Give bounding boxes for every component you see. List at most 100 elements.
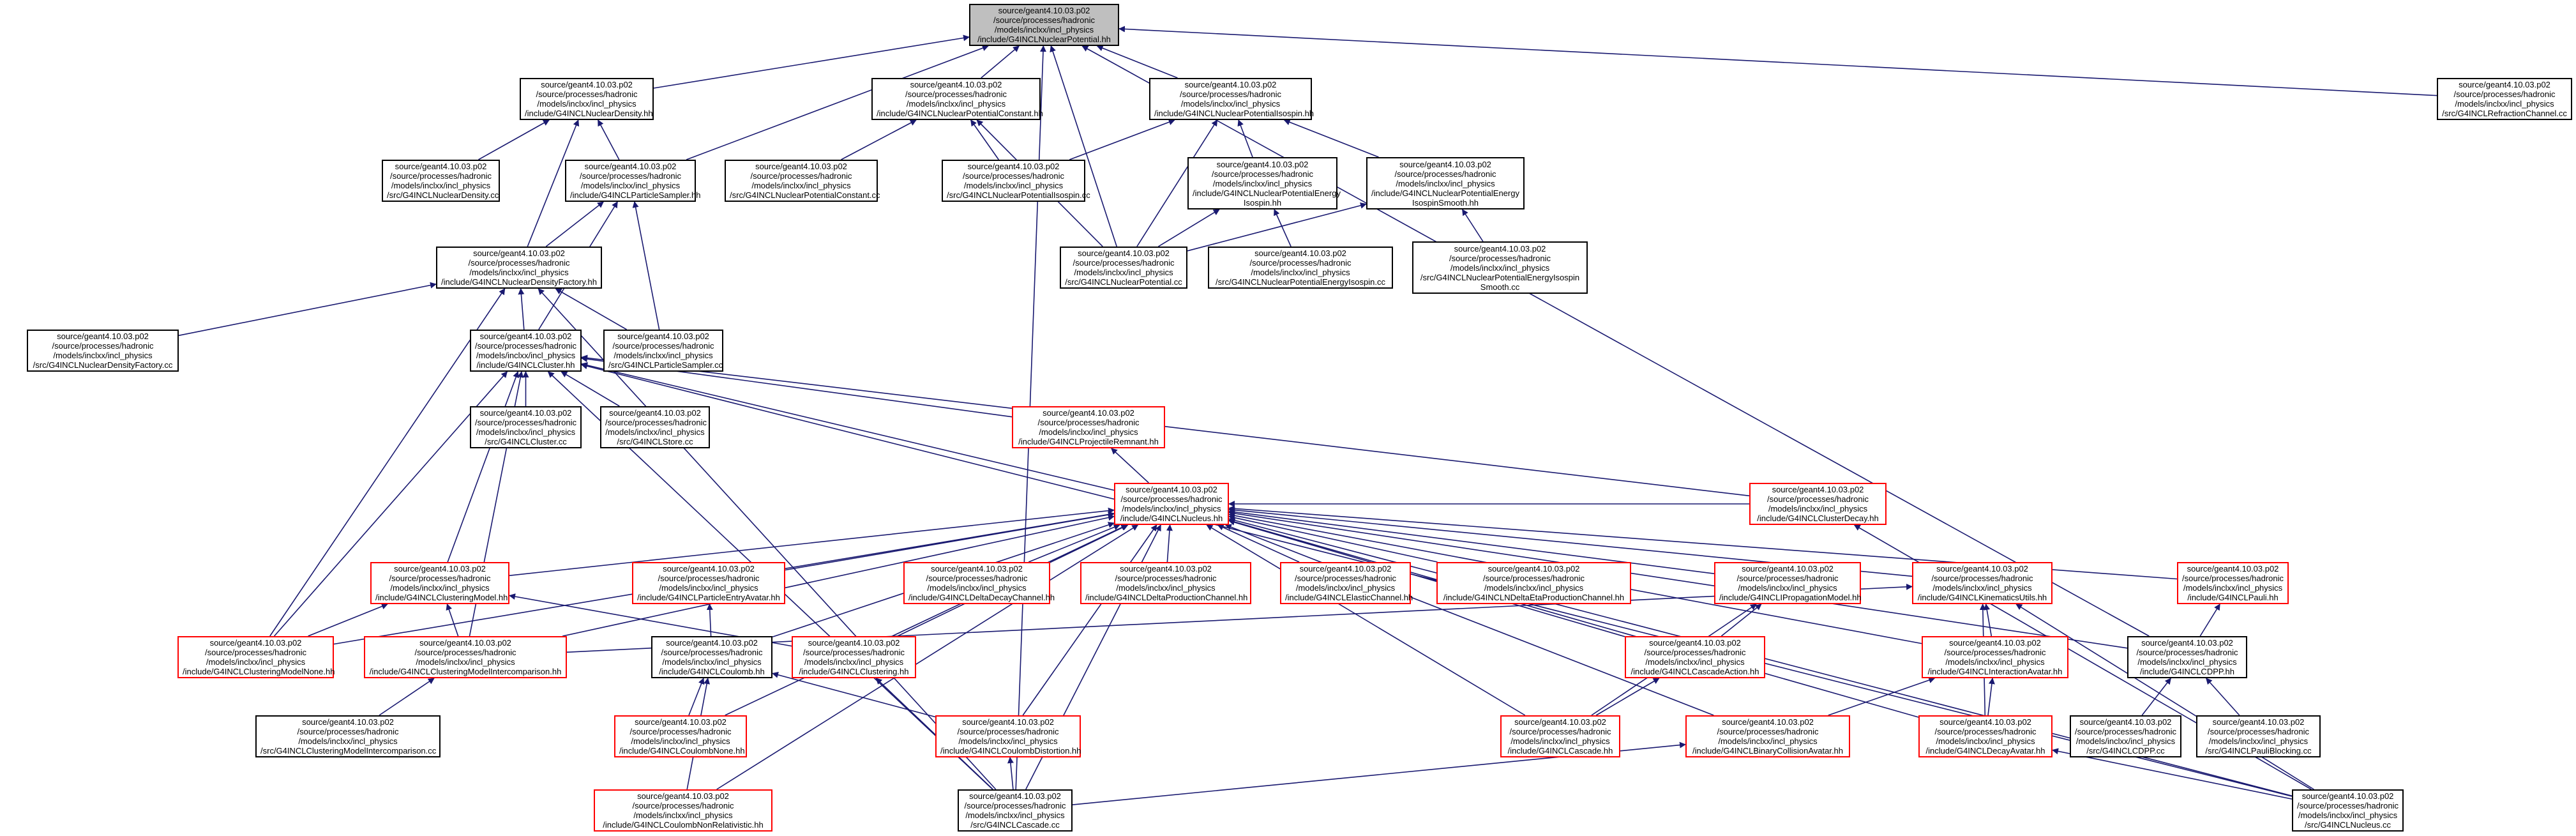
node-label-line: /src/G4INCLCascade.cc: [970, 820, 1060, 830]
node-clusterdecay-hh[interactable]: source/geant4.10.03.p02/source/processes…: [1749, 483, 1887, 525]
node-deltaproductionchannel-hh[interactable]: source/geant4.10.03.p02/source/processes…: [1080, 562, 1251, 604]
node-coulombnone-hh[interactable]: source/geant4.10.03.p02/source/processes…: [614, 715, 747, 757]
node-nuclearpotentialenergyisospin-cc[interactable]: source/geant4.10.03.p02/source/processes…: [1208, 247, 1393, 289]
node-nuclearpotentialisospin-hh[interactable]: source/geant4.10.03.p02/source/processes…: [1149, 78, 1314, 120]
node-cluster-hh[interactable]: source/geant4.10.03.p02/source/processes…: [470, 330, 582, 372]
node-label-line: /models/inclxx/incl_physics: [1039, 427, 1138, 437]
node-nuclearpotentialconstant-cc[interactable]: source/geant4.10.03.p02/source/processes…: [725, 160, 880, 202]
node-label-line: /models/inclxx/incl_physics: [2137, 657, 2237, 667]
node-nucleardensityfactory-cc[interactable]: source/geant4.10.03.p02/source/processes…: [27, 330, 179, 372]
node-clusteringmodel-hh[interactable]: source/geant4.10.03.p02/source/processes…: [370, 562, 509, 604]
node-cascade-hh[interactable]: source/geant4.10.03.p02/source/processes…: [1500, 715, 1620, 757]
node-label-line: source/geant4.10.03.p02: [1722, 717, 1814, 727]
node-deltadecaychannel-hh[interactable]: source/geant4.10.03.p02/source/processes…: [903, 562, 1055, 604]
node-ndeltaetaproductionchannel-hh[interactable]: source/geant4.10.03.p02/source/processes…: [1436, 562, 1631, 604]
node-label-line: /source/processes/hadronic: [658, 574, 760, 583]
node-nuclearpotentialenergyisospinsmooth-cc[interactable]: source/geant4.10.03.p02/source/processes…: [1412, 241, 1588, 294]
node-label-line: /include/G4INCLDeltaProductionChannel.hh: [1085, 593, 1248, 602]
node-binarycollisionavatar-hh[interactable]: source/geant4.10.03.p02/source/processes…: [1685, 715, 1850, 757]
node-refractionchannel-cc[interactable]: source/geant4.10.03.p02/source/processes…: [2437, 78, 2572, 120]
node-nuclearpotentialconstant-hh[interactable]: source/geant4.10.03.p02/source/processes…: [871, 78, 1043, 120]
node-nuclearpotentialenergyisospin-hh[interactable]: source/geant4.10.03.p02/source/processes…: [1187, 157, 1341, 209]
edge-n9-to-n3: [1237, 119, 1253, 158]
edge-n6-to-n0: [686, 45, 989, 160]
node-nucleardensityfactory-hh[interactable]: source/geant4.10.03.p02/source/processes…: [436, 247, 602, 289]
node-nuclearpotentialisospin-cc[interactable]: source/geant4.10.03.p02/source/processes…: [942, 160, 1090, 202]
node-label-line: /models/inclxx/incl_physics: [580, 181, 681, 190]
node-label-line: /include/G4INCLCoulombNone.hh: [619, 746, 745, 756]
node-nuclearpotential-hh[interactable]: source/geant4.10.03.p02/source/processes…: [969, 4, 1119, 46]
node-label-line: source/geant4.10.03.p02: [1078, 248, 1170, 258]
edge-n26-to-n21: [1166, 524, 1173, 563]
node-ipropagationmodel-hh[interactable]: source/geant4.10.03.p02/source/processes…: [1714, 562, 1862, 604]
edge-n21-to-n20: [1111, 448, 1149, 483]
node-label-line: /source/processes/hadronic: [964, 801, 1066, 810]
node-label-line: source/geant4.10.03.p02: [2187, 564, 2279, 574]
node-decayavatar-hh[interactable]: source/geant4.10.03.p02/source/processes…: [1918, 715, 2053, 757]
node-paulistandard-cc[interactable]: source/geant4.10.03.p02/source/processes…: [2196, 715, 2321, 757]
node-label-line: /source/processes/hadronic: [2075, 727, 2176, 736]
node-label-line: source/geant4.10.03.p02: [1216, 159, 1309, 169]
node-cdpp-cc[interactable]: source/geant4.10.03.p02/source/processes…: [2070, 715, 2181, 757]
node-coulombdistortion-hh[interactable]: source/geant4.10.03.p02/source/processes…: [935, 715, 1081, 757]
edge-n8-to-n2: [970, 119, 999, 160]
node-label-line: /src/G4INCLCluster.cc: [485, 437, 567, 446]
node-label-line: /source/processes/hadronic: [926, 574, 1028, 583]
node-particlesampler-hh[interactable]: source/geant4.10.03.p02/source/processes…: [565, 160, 701, 202]
edge-n44-to-n21: [1228, 519, 1919, 718]
node-label-line: source/geant4.10.03.p02: [2141, 638, 2233, 648]
node-clusteringmodelnone-hh[interactable]: source/geant4.10.03.p02/source/processes…: [177, 636, 335, 678]
node-label-line: /models/inclxx/incl_physics: [416, 657, 515, 667]
node-label-line: /models/inclxx/incl_physics: [963, 181, 1064, 190]
node-label-line: /include/G4INCLCDPP.hh: [2140, 667, 2234, 676]
node-label-line: /source/processes/hadronic: [2208, 727, 2309, 736]
node-nucleardensity-hh[interactable]: source/geant4.10.03.p02/source/processes…: [520, 78, 654, 120]
node-nucleus-cc[interactable]: source/geant4.10.03.p02/source/processes…: [2292, 789, 2404, 832]
node-label-line: /source/processes/hadronic: [1449, 253, 1551, 263]
node-particlesampler-cc[interactable]: source/geant4.10.03.p02/source/processes…: [603, 330, 723, 372]
node-nucleardensity-cc[interactable]: source/geant4.10.03.p02/source/processes…: [382, 160, 500, 202]
node-label-line: source/geant4.10.03.p02: [617, 331, 709, 341]
node-clusteringmodelintercomparison-cc[interactable]: source/geant4.10.03.p02/source/processes…: [255, 715, 441, 757]
edge-n29-to-n21: [1228, 508, 1715, 574]
node-clustering-hh[interactable]: source/geant4.10.03.p02/source/processes…: [792, 636, 916, 678]
node-pauli-hh[interactable]: source/geant4.10.03.p02/source/processes…: [2177, 562, 2289, 604]
node-cascade-cc[interactable]: source/geant4.10.03.p02/source/processes…: [958, 789, 1073, 832]
node-cascadeaction-hh[interactable]: source/geant4.10.03.p02/source/processes…: [1625, 636, 1765, 678]
node-label-line: source/geant4.10.03.p02: [1126, 485, 1217, 494]
node-coulomb-hh[interactable]: source/geant4.10.03.p02/source/processes…: [651, 636, 772, 678]
edge-n15-to-n11: [178, 282, 437, 337]
node-store-cc[interactable]: source/geant4.10.03.p02/source/processes…: [600, 406, 710, 448]
node-label-line: IsospinSmooth.hh: [1412, 197, 1479, 208]
node-label-line: source/geant4.10.03.p02: [1120, 564, 1212, 574]
node-label-line: /source/processes/hadronic: [1509, 727, 1611, 736]
node-label-line: /models/inclxx/incl_physics: [476, 427, 576, 437]
node-nuclearpotentialenergyisospinsmooth-hh[interactable]: source/geant4.10.03.p02/source/processes…: [1366, 157, 1525, 209]
node-cluster-cc[interactable]: source/geant4.10.03.p02/source/processes…: [470, 406, 582, 448]
edge-n32-to-n23: [308, 603, 388, 637]
node-interactionavatar-hh[interactable]: source/geant4.10.03.p02/source/processes…: [1922, 636, 2068, 678]
node-nucleus-hh[interactable]: source/geant4.10.03.p02/source/processes…: [1114, 483, 1229, 525]
node-elasticchannel-hh[interactable]: source/geant4.10.03.p02/source/processes…: [1280, 562, 1413, 604]
node-cdpp-hh[interactable]: source/geant4.10.03.p02/source/processes…: [2127, 636, 2247, 678]
node-kinematicsutils-hh[interactable]: source/geant4.10.03.p02/source/processes…: [1912, 562, 2053, 604]
edge-n43-to-n21: [1224, 524, 1714, 716]
node-nuclearpotential-cc[interactable]: source/geant4.10.03.p02/source/processes…: [1060, 247, 1187, 289]
node-label-line: /models/inclxx/incl_physics: [804, 657, 904, 667]
node-label-line: /include/G4INCLNuclearPotentialConstant.…: [877, 109, 1043, 118]
node-label-line: /models/inclxx/incl_physics: [2455, 99, 2554, 109]
node-label-line: /include/G4INCLClusterDecay.hh: [1757, 513, 1879, 523]
node-label-line: source/geant4.10.03.p02: [1772, 485, 1864, 494]
edge-n12-to-n0: [1050, 45, 1117, 247]
node-label-line: /models/inclxx/incl_physics: [1450, 262, 1550, 273]
edge-n33-to-n30: [566, 583, 1913, 653]
node-clusteringmodelintercomparison-hh[interactable]: source/geant4.10.03.p02/source/processes…: [364, 636, 567, 678]
node-label-line: /source/processes/hadronic: [1483, 574, 1585, 583]
node-label-line: /include/G4INCLCoulomb.hh: [659, 667, 765, 676]
node-label-line: /include/G4INCLParticleSampler.hh: [570, 190, 701, 200]
node-coulombnonrelativistic-hh[interactable]: source/geant4.10.03.p02/source/processes…: [594, 789, 772, 832]
node-particleentryavatar-hh[interactable]: source/geant4.10.03.p02/source/processes…: [632, 562, 785, 604]
node-projectileremnant-hh[interactable]: source/geant4.10.03.p02/source/processes…: [1012, 406, 1165, 448]
node-label-line: /source/processes/hadronic: [2453, 89, 2556, 99]
node-label-line: /include/G4INCLClusteringModelIntercompa…: [369, 667, 562, 676]
